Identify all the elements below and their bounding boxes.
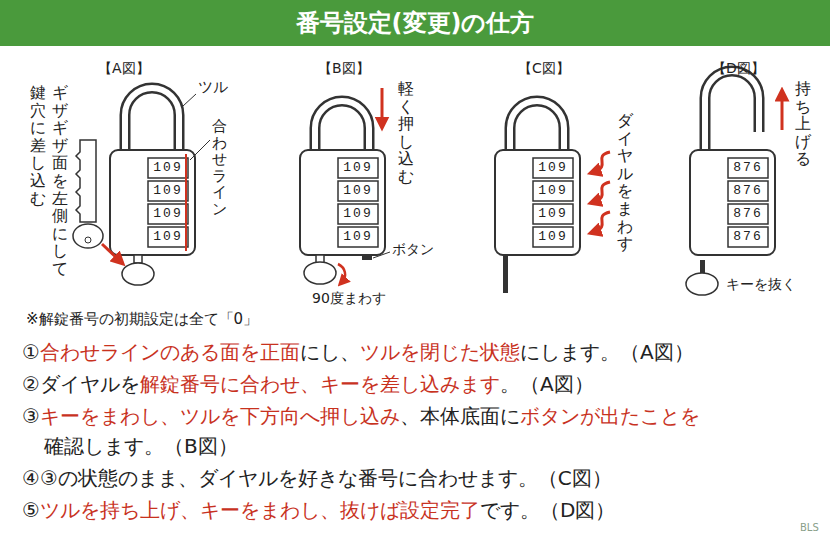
dial-digits: 109 [338,227,378,247]
dial-digits: 876 [728,181,768,201]
step-text: ⑤ [22,498,40,522]
step-text: 、本体底面に [400,404,520,428]
figure-label: 【A図】 [98,60,150,77]
page-title: 番号設定(変更)の仕方 [0,0,830,46]
padlock-b [300,88,390,284]
step-line: ⑤ツルを持ち上げ、キーをまわし、抜けば設定完了です。（D図） [22,496,615,524]
instruction-label: ダイヤルをまわす [617,112,633,253]
highlight-text: ツルを閉じた状態 [360,340,520,364]
step-text: ②ダイヤルを [22,372,140,396]
dial-digits: 109 [148,227,188,247]
dial-digits: 876 [728,227,768,247]
part-label: ツル [198,78,228,96]
step-line: ③キーをまわし、ツルを下方向へ押し込み、本体底面にボタンが出たことを [22,402,700,430]
dial-digits: 876 [728,158,768,178]
instruction-label: ギザギザ面を左側にして [52,84,68,278]
highlight-text: 解錠番号に合わせ、キーを差し込みます [140,372,500,396]
part-label: 合わせライン [212,118,227,217]
highlight-text: ボタンが出たことを [520,404,700,428]
step-line: 確認します。（B図） [44,432,238,460]
dial-digits: 109 [533,227,573,247]
step-text: にします。（A図） [520,340,694,364]
dial-digits: 109 [533,204,573,224]
step-text: ④③の状態のまま、ダイヤルを好きな番号に合わせます。（C図） [22,466,612,490]
dial-digits: 109 [338,204,378,224]
instruction-label: キーを抜く [726,276,796,293]
highlight-text: ツルを持ち上げ、キーをまわし、抜けば設定完了 [40,498,480,522]
figure-label: 【B図】 [318,60,370,77]
padlock-c [495,101,610,293]
part-label: ボタン [392,241,434,258]
step-text: です。（D図） [480,498,615,522]
dial-digits: 109 [148,181,188,201]
figure-label: 【C図】 [518,60,570,77]
step-line: ①合わせラインのある面を正面にし、ツルを閉じた状態にします。（A図） [22,338,694,366]
title-band [0,0,830,46]
watermark: BLS [800,522,819,534]
step-text: にし、 [300,340,360,364]
dial-digits: 109 [148,204,188,224]
dial-digits: 109 [148,158,188,178]
step-text: 。（A図） [500,372,594,396]
step-line: ②ダイヤルを解錠番号に合わせ、キーを差し込みます。（A図） [22,370,594,398]
instruction-label: 90度まわす [312,290,386,307]
dial-digits: 109 [338,158,378,178]
dial-digits: 876 [728,204,768,224]
step-text: 確認します。（B図） [44,434,238,458]
padlock-a [73,88,210,285]
highlight-text: キーをまわし、ツルを下方向へ押し込み [40,404,400,428]
dial-digits: 109 [533,181,573,201]
dial-digits: 109 [338,181,378,201]
step-line: ④③の状態のまま、ダイヤルを好きな番号に合わせます。（C図） [22,464,612,492]
instruction-label: 鍵穴に差し込む [30,84,46,207]
figure-label: 【D図】 [712,60,765,77]
instruction-label: 持ち上げる [795,80,811,168]
note: ※解錠番号の初期設定は全て「0」 [26,310,258,328]
instruction-label: 軽く押し込む [398,80,414,186]
step-text: ③ [22,404,40,428]
step-text: ① [22,340,40,364]
dial-digits: 109 [533,158,573,178]
highlight-text: 合わせラインのある面を正面 [40,340,300,364]
padlock-d [686,71,782,295]
